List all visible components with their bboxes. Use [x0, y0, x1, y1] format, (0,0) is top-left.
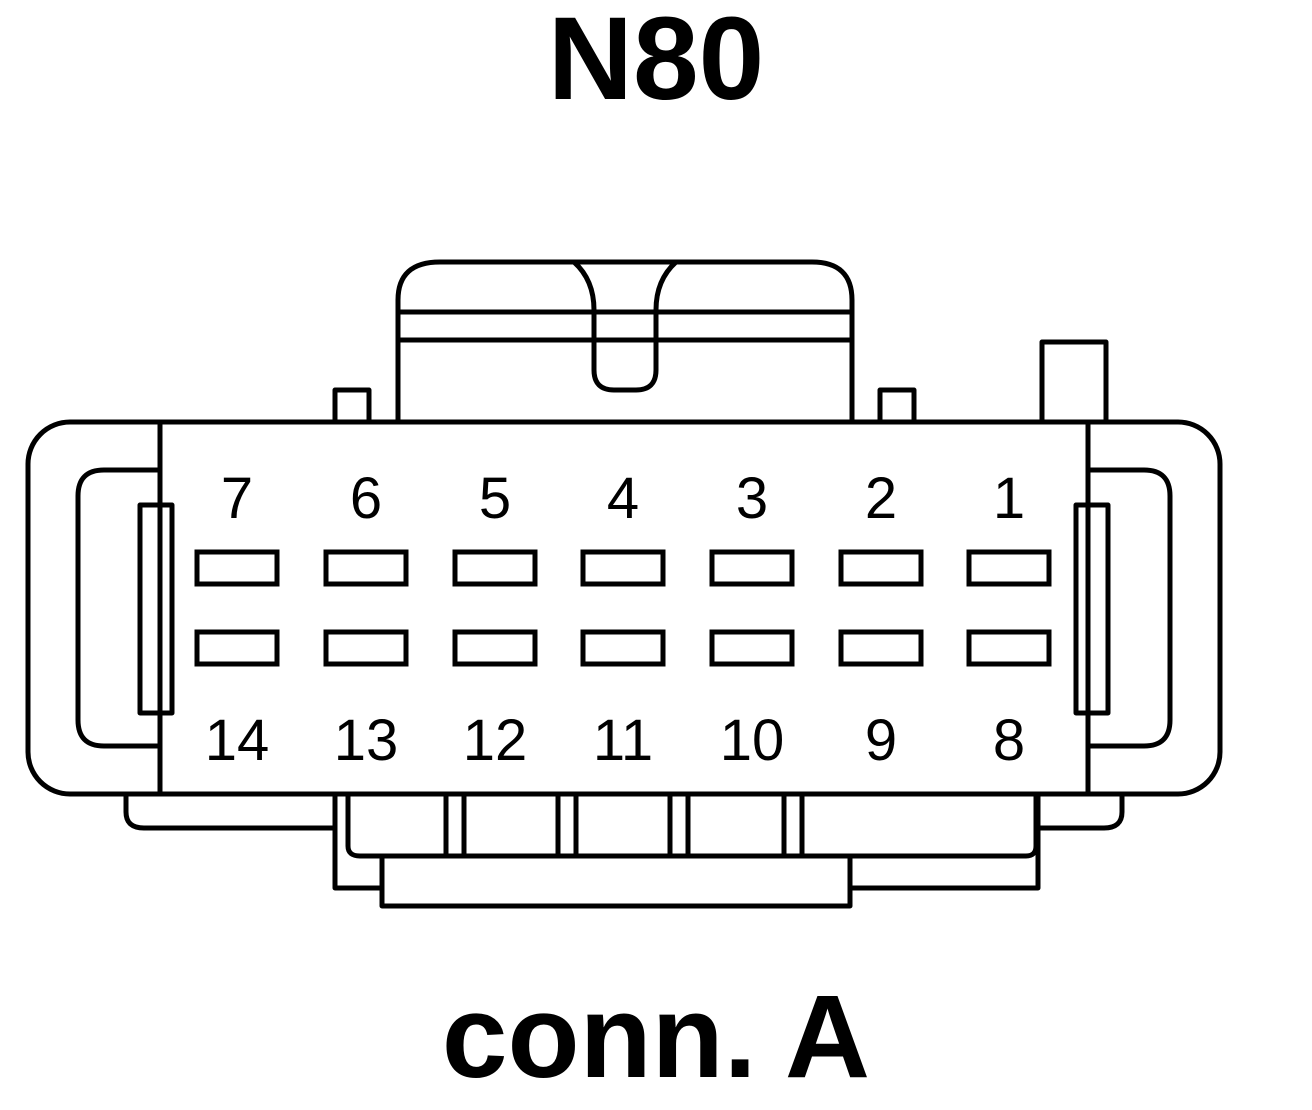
pin-slot-4	[580, 549, 666, 587]
connector-bottom	[123, 794, 1125, 909]
pin-slot-11	[580, 629, 666, 667]
pins: 7 6 5 4 3 2 1 14 13 12 11 10 9 8	[194, 466, 1052, 773]
connector-title: N80	[547, 0, 765, 125]
pin-label-3: 3	[736, 466, 768, 531]
pin-label-4: 4	[607, 466, 639, 531]
pin-slot-7	[194, 549, 280, 587]
top-latch	[395, 259, 855, 422]
pin-label-13: 13	[334, 708, 399, 773]
pin-slot-2	[838, 549, 924, 587]
pin-slot-9	[838, 629, 924, 667]
pin-label-8: 8	[993, 708, 1025, 773]
pin-slot-8	[966, 629, 1052, 667]
pin-label-5: 5	[479, 466, 511, 531]
pin-label-6: 6	[350, 466, 382, 531]
pin-slot-14	[194, 629, 280, 667]
pin-label-2: 2	[865, 466, 897, 531]
pin-label-12: 12	[463, 708, 528, 773]
pin-slot-1	[966, 549, 1052, 587]
connector-caption: conn. A	[441, 971, 871, 1103]
pin-label-14: 14	[205, 708, 270, 773]
pin-slot-12	[452, 629, 538, 667]
pin-slot-10	[709, 629, 795, 667]
pin-slot-3	[709, 549, 795, 587]
pin-label-9: 9	[865, 708, 897, 773]
pin-slot-6	[323, 549, 409, 587]
connector-body	[25, 419, 1223, 797]
pin-label-10: 10	[720, 708, 785, 773]
pin-label-11: 11	[593, 708, 653, 773]
pin-slot-5	[452, 549, 538, 587]
connector-posts	[332, 339, 1109, 425]
pin-label-1: 1	[993, 466, 1025, 531]
pin-label-7: 7	[221, 466, 253, 531]
pin-slot-13	[323, 629, 409, 667]
